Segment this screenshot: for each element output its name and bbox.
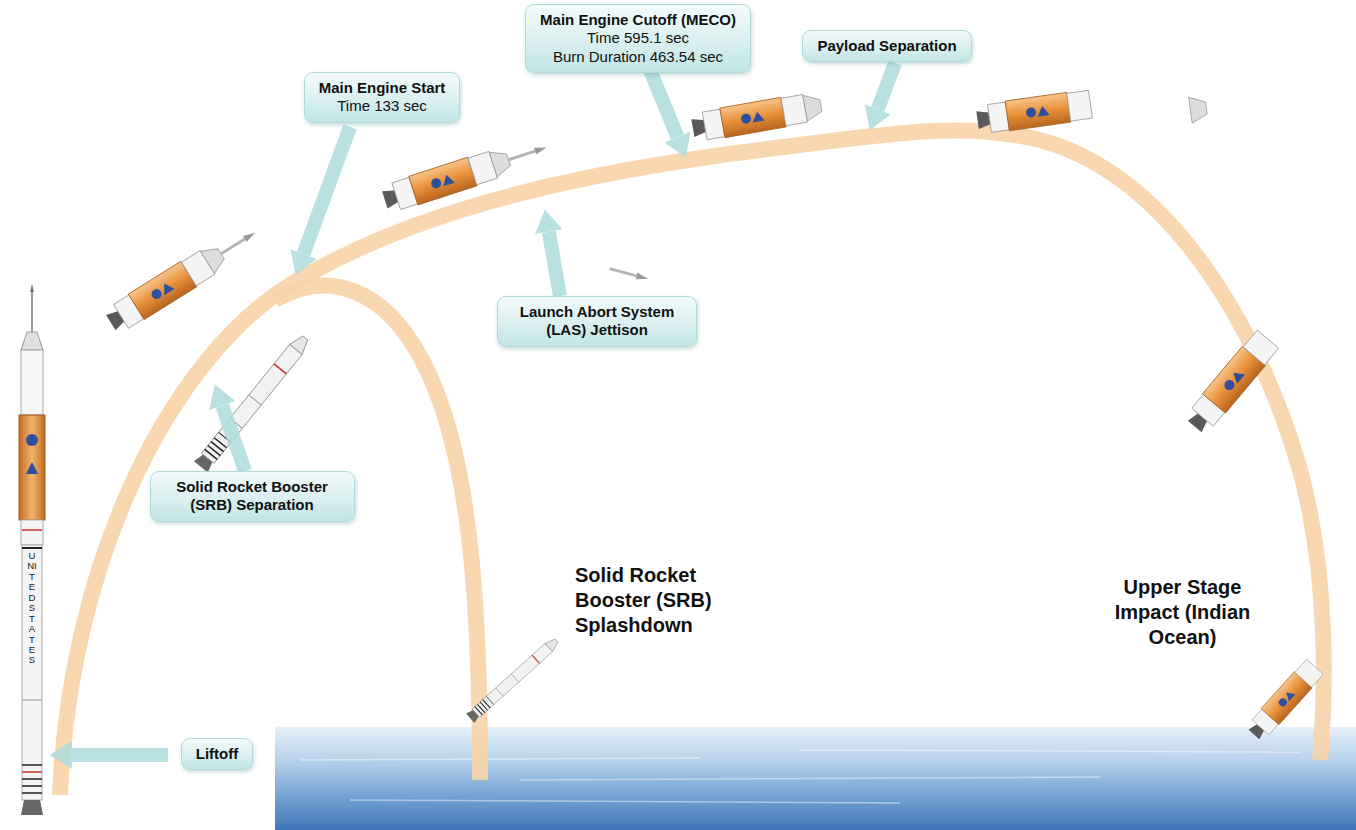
ares-rocket-part [21,520,43,545]
trajectory-illustration-part-part [489,147,512,177]
trajectory-illustration-part-part [975,89,1092,135]
ares-rocket-part [22,764,42,766]
callout-arrows-part [304,127,351,254]
trajectory-illustration-part [975,89,1092,135]
callout-heading: Payload Separation [817,37,956,55]
ocean-streaks-part [800,750,1300,752]
callout-box: Main Engine Cutoff (MECO)Time 595.1 secB… [525,4,751,73]
trajectory-illustration-part-part [609,265,649,282]
trajectory-illustration-part-part [219,230,257,257]
srb-trajectory [275,286,480,780]
trajectory-illustration-part-part [1245,659,1324,743]
ares-rocket [19,284,45,815]
ares-rocket-part [26,462,38,474]
callout-arrows-part [549,232,560,296]
callout-detail: Burn Duration 463.54 sec [540,48,736,66]
trajectory-illustration-part-part [194,332,312,472]
ares-rocket-part [22,547,42,549]
trajectory-illustration-part [1189,95,1208,123]
ares-rocket-part [21,332,43,350]
ares-rocket-part [21,350,43,415]
trajectory-illustration-part [1183,329,1279,436]
trajectory-illustration-part-part [103,250,216,336]
ocean [275,727,1356,830]
callout-box: Liftoff [181,738,253,770]
callout-heading: Solid Rocket Booster (SRB) Separation [165,478,340,515]
callout-box: Solid Rocket Booster (SRB) Separation [150,471,355,522]
trajectory-illustration-part-part [690,94,807,143]
callout-box: Launch Abort System (LAS) Jettison [497,296,697,347]
callout-box: Payload Separation [802,30,971,62]
callout-box: Main Engine StartTime 133 sec [304,72,461,123]
callout-heading: Launch Abort System (LAS) Jettison [512,303,682,340]
callout-heading: Liftoff [196,745,238,763]
trajectory-illustration-part-part [1189,95,1208,123]
callout-heading: Main Engine Cutoff (MECO) [540,11,736,29]
callout-detail: Time 595.1 sec [540,29,736,47]
trajectory-illustration-part-part [803,93,823,121]
trajectory-illustration-part [466,636,561,723]
ares-rocket-part [22,785,42,787]
ares-rocket-part [26,434,38,446]
ocean-streaks [300,750,1300,803]
rocket-lettering: UNITED STATES [27,551,37,666]
ares-rocket-part [30,284,34,292]
callout-arrows-part [878,63,895,109]
ares-rocket-part [31,290,33,332]
ares-rocket-part [22,529,42,531]
ares-rocket-part [22,778,42,780]
trajectory-illustration-part-part [466,636,561,723]
ares-rocket-part [22,771,42,773]
ares-rocket-part [22,792,42,794]
ares-rocket-part [21,800,43,815]
callout-arrows-part [72,748,168,762]
ocean-streaks-part [300,758,700,760]
trajectory-illustration-part [1245,659,1324,743]
callout-arrows-part [650,70,678,137]
splashdown-label: Solid Rocket Booster (SRB) Splashdown [575,563,735,638]
trajectory-illustration-part [380,133,551,214]
ascent-trajectory [60,130,1324,795]
trajectory-illustration-part-part [380,150,498,214]
callout-detail: Time 133 sec [319,97,446,115]
trajectory-illustration-part-part [507,144,547,163]
ocean-streaks-part [520,777,1100,780]
ares-rocket-part [22,545,42,800]
ares-rocket-part [19,415,45,520]
trajectory-illustration-part [103,220,263,336]
ocean-streaks-part [350,800,900,803]
trajectory-illustration-part-part [201,243,228,274]
impact-label: Upper Stage Impact (Indian Ocean) [1105,575,1260,650]
callout-arrows [72,63,895,755]
trajectory-illustration-part [194,332,312,472]
ares-rocket-part [22,700,42,701]
trajectory-illustration-part [609,265,649,282]
callout-heading: Main Engine Start [319,79,446,97]
trajectory-illustration-part-part [1183,329,1279,436]
trajectory-illustration-part [690,91,823,143]
callout-arrows-part [222,406,245,471]
